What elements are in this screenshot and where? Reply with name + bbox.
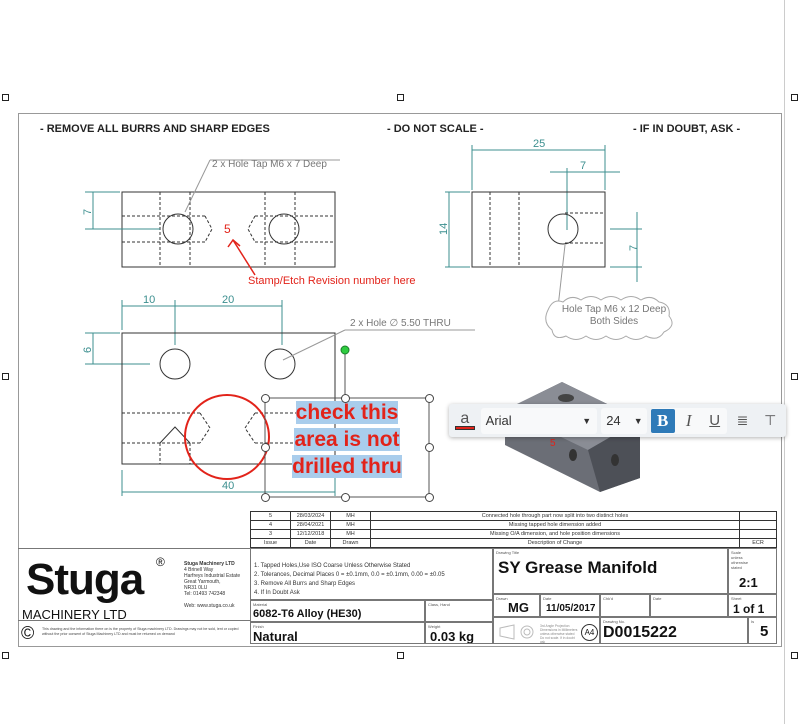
callout-tap-12: Hole Tap M6 x 12 Deep [562, 304, 667, 315]
registered-icon: ® [156, 555, 165, 569]
text-box-handle[interactable] [261, 394, 270, 403]
bold-button[interactable]: B [650, 408, 675, 433]
text-box-handle[interactable] [341, 394, 350, 403]
text-format-toolbar: a Arial ▼ 24 ▼ B I U ≣ ⊤ [449, 404, 786, 437]
stamp-note: Stamp/Etch Revision number here [248, 275, 416, 287]
material-value: 6082-T6 Alloy (HE30) [253, 608, 362, 620]
drawing-title: SY Grease Manifold [498, 558, 658, 577]
dim-10: 10 [143, 294, 155, 306]
chevron-down-icon: ▼ [582, 415, 592, 426]
copyright-icon: © [21, 623, 35, 643]
annotation-line: check this [295, 401, 399, 424]
resize-handle[interactable] [791, 652, 798, 659]
dimension-labels: 7 25 7 14 7 10 20 6 40 [82, 138, 640, 492]
drawn-date: 11/05/2017 [546, 603, 596, 614]
text-box-handle[interactable] [341, 493, 350, 502]
font-size-value: 24 [606, 413, 621, 428]
dim-7: 7 [82, 209, 94, 215]
resize-handle[interactable] [2, 94, 9, 101]
scroll-edge [784, 0, 785, 724]
cloud-callout [545, 296, 673, 340]
annotation-text-box[interactable]: check this area is not drilled thru [283, 399, 411, 480]
general-notes: 1. Tapped Holes,Use ISO Coarse Unless Ot… [254, 563, 445, 596]
projection-note: 3rd Angle Projection Dimensions in Milli… [540, 624, 578, 644]
drawing-number: D0015222 [603, 624, 677, 641]
callout-both-sides: Both Sides [590, 316, 638, 327]
drawing-sheet [18, 113, 782, 647]
rotate-handle[interactable] [340, 345, 350, 355]
copyright-notice: This drawing and the information there o… [42, 627, 239, 636]
note-remove-burrs: - REMOVE ALL BURRS AND SHARP EDGES [40, 123, 270, 135]
chevron-down-icon: ▼ [633, 415, 643, 426]
isometric-view: 5 [505, 382, 640, 492]
resize-handle[interactable] [791, 373, 798, 380]
dimension-lines [85, 145, 642, 496]
dim-14: 14 [438, 223, 450, 235]
align-center-icon[interactable]: ≣ [736, 412, 749, 428]
sheet-value: 1 of 1 [733, 602, 765, 616]
resize-handle[interactable] [791, 94, 798, 101]
dim-6: 6 [82, 347, 94, 353]
iso-revision-mark: 5 [550, 438, 556, 449]
resize-handle[interactable] [2, 652, 9, 659]
note-if-in-doubt: - IF IN DOUBT, ASK - [633, 123, 741, 135]
dim-7: 7 [580, 160, 586, 172]
text-box-handle[interactable] [425, 443, 434, 452]
callout-tap-7: 2 x Hole Tap M6 x 7 Deep [212, 159, 327, 170]
text-box-handle[interactable] [261, 443, 270, 452]
annotation-line: drilled thru [292, 455, 402, 478]
stuga-logo: Stuga [26, 555, 144, 604]
dim-7: 7 [628, 245, 640, 251]
font-family-select[interactable]: Arial ▼ [480, 407, 598, 434]
text-color-button[interactable]: a [453, 409, 477, 433]
finish-value: Natural [253, 629, 298, 644]
text-box-handle[interactable] [425, 394, 434, 403]
dim-25: 25 [533, 138, 545, 150]
red-circle-markup [184, 394, 270, 480]
paper-size-badge: A4 [581, 624, 598, 641]
weight-value: 0.03 kg [430, 629, 475, 644]
top-view [121, 159, 340, 268]
drawn-by: MG [508, 600, 529, 615]
issue-number: 5 [760, 623, 769, 640]
revision-mark: 5 [224, 222, 231, 236]
resize-handle[interactable] [2, 373, 9, 380]
red-arrow [232, 239, 256, 276]
italic-button[interactable]: I [685, 410, 692, 430]
resize-handle[interactable] [397, 94, 404, 101]
vertical-align-icon[interactable]: ⊤ [764, 412, 777, 428]
text-box-handle[interactable] [425, 493, 434, 502]
projection-symbol-icon [499, 624, 534, 640]
dim-20: 20 [222, 294, 234, 306]
dim-40: 40 [222, 480, 234, 492]
resize-handle[interactable] [397, 652, 404, 659]
font-size-select[interactable]: 24 ▼ [601, 407, 647, 434]
note-do-not-scale: - DO NOT SCALE - [387, 123, 484, 135]
annotation-line: area is not [294, 428, 400, 451]
text-box-handle[interactable] [261, 493, 270, 502]
font-family-value: Arial [485, 413, 512, 428]
underline-button[interactable]: U [709, 412, 721, 429]
scale-value: 2:1 [739, 575, 758, 590]
logo-subtitle: MACHINERY LTD [22, 607, 127, 620]
callout-hole-thru: 2 x Hole ∅ 5.50 THRU [350, 318, 451, 329]
